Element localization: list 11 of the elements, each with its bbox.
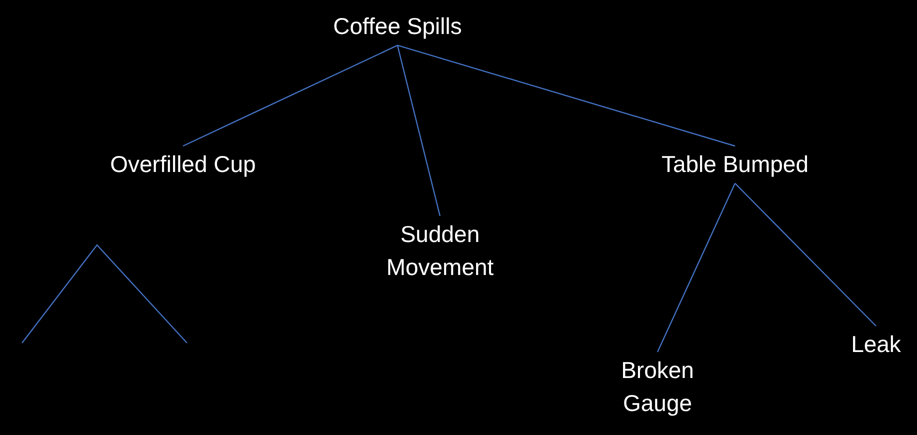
connector-line: [182, 44, 398, 147]
node-label: Coffee Spills: [332, 12, 463, 41]
connector-line: [734, 182, 876, 326]
node-label: Leak: [850, 330, 902, 359]
node-label: Table Bumped: [660, 150, 810, 179]
node-label: Broken Gauge: [620, 356, 695, 418]
node-label: Sudden Movement: [385, 220, 495, 282]
connector-line: [656, 183, 736, 352]
connector-line: [397, 44, 736, 147]
node-label: Overfilled Cup: [109, 150, 257, 179]
connector-line: [396, 45, 441, 216]
